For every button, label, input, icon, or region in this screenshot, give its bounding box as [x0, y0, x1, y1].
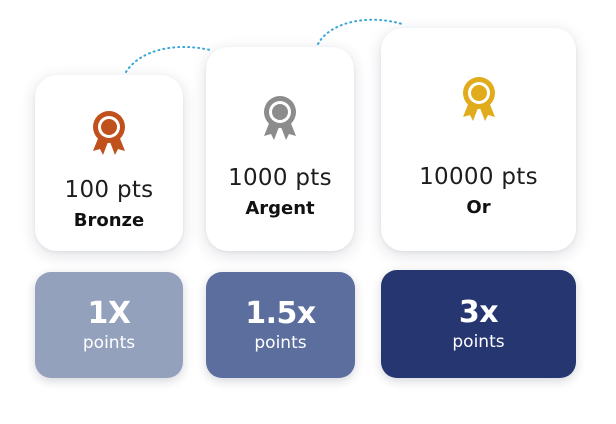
multiplier-unit: points — [82, 332, 136, 353]
multiplier-unit: points — [254, 332, 307, 353]
tier-card-argent: 1000 pts Argent — [206, 47, 354, 251]
tier-name: Bronze — [73, 210, 145, 231]
tier-points: 100 pts — [64, 177, 154, 203]
tier-points: 10000 pts — [419, 164, 538, 190]
multiplier-value: 1X — [87, 295, 131, 331]
silver-medal-icon — [264, 96, 296, 140]
multiplier-value: 3x — [458, 294, 499, 330]
tier-points: 1000 pts — [228, 165, 332, 191]
gold-medal-icon — [462, 77, 495, 121]
multiplier-box-or: 3x points — [381, 270, 576, 378]
bronze-medal-icon — [93, 111, 125, 155]
tier-card-or: 10000 pts Or — [381, 28, 576, 251]
multiplier-box-argent: 1.5x points — [206, 272, 355, 378]
multiplier-value: 1.5x — [245, 295, 316, 331]
tier-name: Argent — [245, 198, 315, 219]
multiplier-unit: points — [452, 331, 505, 352]
tier-name: Or — [466, 197, 491, 218]
multiplier-box-bronze: 1X points — [35, 272, 183, 378]
connector-bronze-argent — [125, 46, 211, 73]
tier-card-bronze: 100 pts Bronze — [35, 75, 183, 251]
